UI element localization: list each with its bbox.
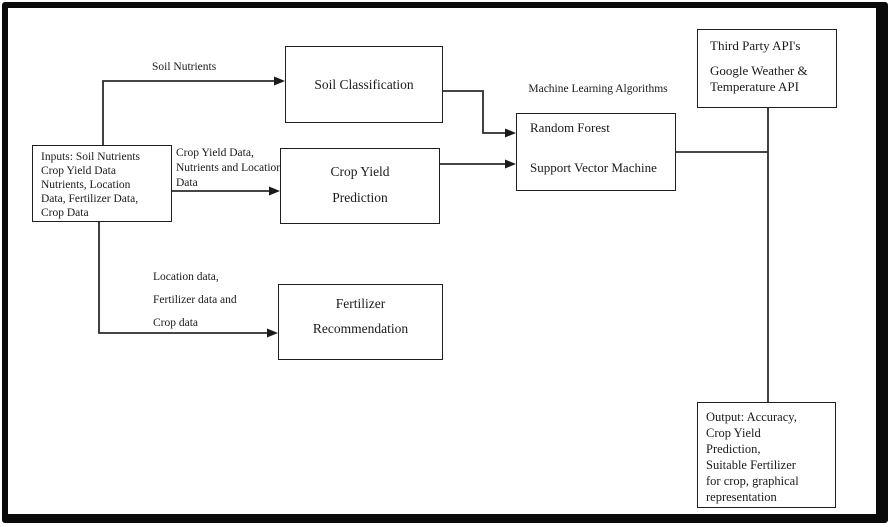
node-text-line: Soil Classification: [314, 76, 414, 92]
edge-label-fertilizer-data: Location data, Fertilizer data and Crop …: [153, 266, 237, 335]
node-text-line: representation: [706, 490, 777, 504]
node-text-line: Google Weather &: [710, 63, 808, 78]
node-fertilizer-recommendation: Fertilizer Recommendation: [278, 284, 443, 360]
node-text-line: Crop Yield Data: [41, 165, 116, 177]
edge-soil-classification-to-ml: [443, 90, 506, 134]
node-text-line: Recommendation: [312, 321, 409, 336]
edge-label-line: Location data,: [153, 271, 219, 283]
node-output: Output: Accuracy, Crop Yield Prediction,…: [697, 402, 836, 508]
node-text-line: Temperature API: [710, 79, 799, 94]
edge-label-line: Crop data: [153, 317, 199, 329]
node-inputs: Inputs: Soil Nutrients Crop Yield Data N…: [32, 145, 172, 222]
node-text-line: Data, Fertilizer Data,: [41, 193, 139, 205]
node-text-line: Third Party API's: [710, 38, 801, 53]
arrowhead-icon: [274, 76, 285, 86]
node-text-line: Random Forest: [530, 120, 610, 135]
edge-label-soil-nutrients: Soil Nutrients: [152, 60, 216, 75]
arrowhead-icon: [269, 186, 280, 196]
node-soil-classification: Soil Classification: [285, 46, 443, 123]
node-text-line: Crop Yield: [330, 164, 390, 179]
arrowhead-icon: [505, 128, 516, 138]
node-text-line: Crop Yield: [706, 426, 761, 440]
arrowhead-icon: [505, 159, 516, 169]
node-text-line: Prediction,: [706, 442, 761, 456]
node-text-line: Output: Accuracy,: [706, 410, 797, 424]
edge-inputs-to-soil-classification: [102, 80, 275, 145]
node-text-line: for crop, graphical: [706, 474, 799, 488]
node-text-line: Fertilizer: [335, 296, 386, 311]
node-text-line: Suitable Fertilizer: [706, 458, 796, 472]
edge-label-line: Crop Yield Data,: [176, 147, 254, 159]
node-text-line: Prediction: [332, 190, 388, 205]
edge-inputs-to-fertilizer: [98, 222, 268, 334]
edge-label-line: Data: [176, 177, 198, 189]
node-ml-algorithms: Random Forest Support Vector Machine: [516, 113, 676, 191]
node-crop-yield-prediction: Crop Yield Prediction: [280, 148, 440, 224]
edge-label-line: Soil Nutrients: [152, 61, 217, 73]
node-text-line: Inputs: Soil Nutrients: [41, 151, 141, 163]
edge-label-crop-yield-data: Crop Yield Data, Nutrients and Location …: [176, 146, 282, 191]
edge-label-line: Fertilizer data and: [153, 294, 237, 306]
edge-label-line: Nutrients and Location: [176, 162, 283, 174]
ml-algorithms-title: Machine Learning Algorithms: [528, 83, 668, 95]
node-text-line: Support Vector Machine: [530, 160, 657, 175]
node-third-party-api: Third Party API's Google Weather & Tempe…: [697, 29, 837, 108]
arrowhead-icon: [267, 328, 278, 338]
node-text-line: Crop Data: [41, 207, 89, 219]
node-text-line: Nutrients, Location: [41, 179, 131, 191]
